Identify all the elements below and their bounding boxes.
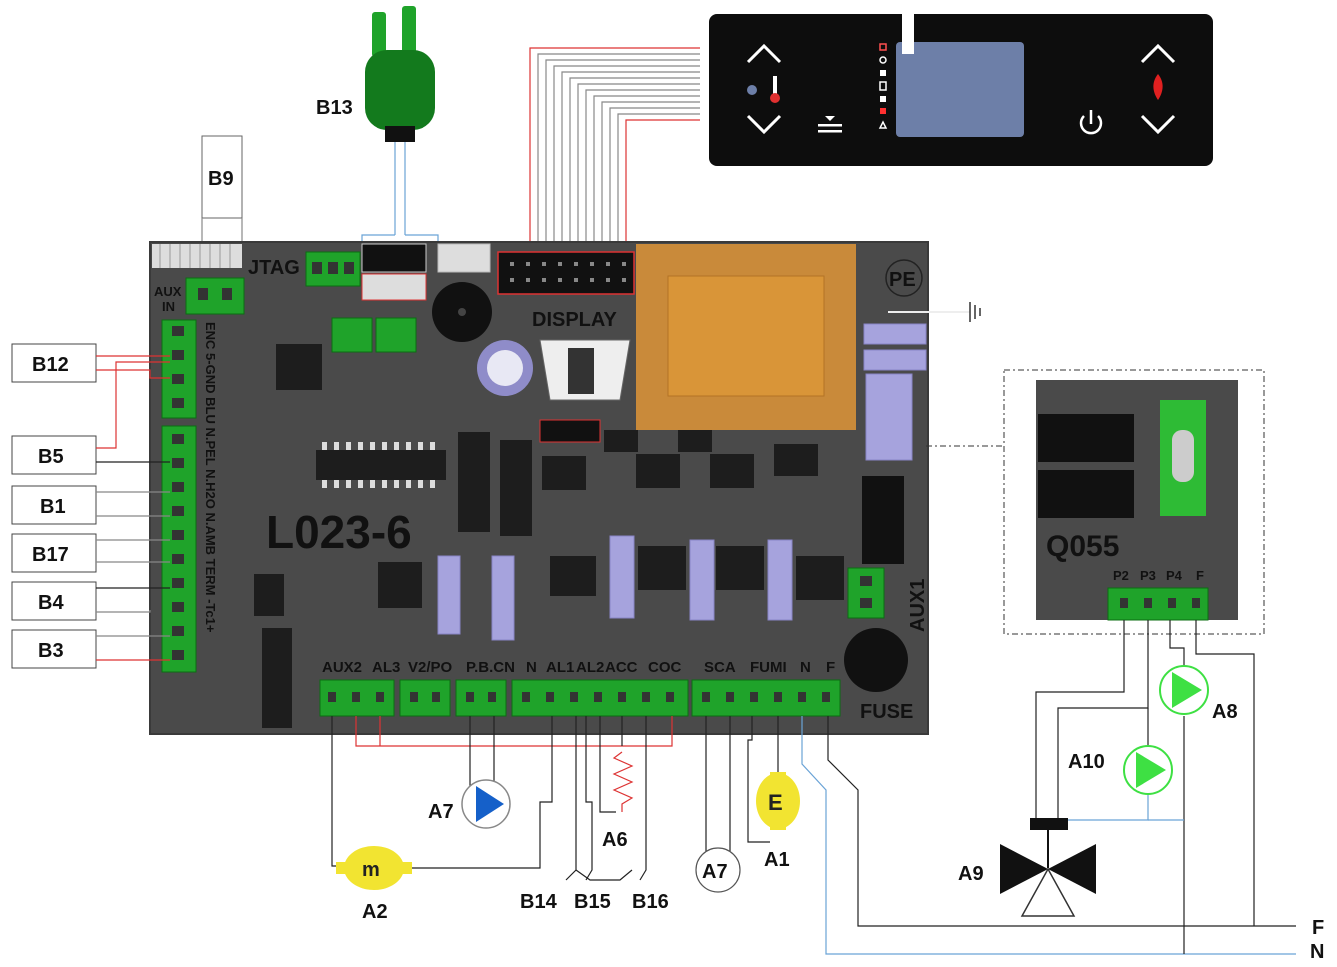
- pin-f: F: [826, 659, 835, 676]
- label-f-line: F: [1312, 917, 1324, 939]
- display-label: DISPLAY: [532, 309, 618, 331]
- main-board: AUX IN JTAG DISPLAY PE: [149, 241, 981, 735]
- power-icon: [1079, 110, 1103, 135]
- pump-a8: A8: [1159, 665, 1238, 723]
- pump-a7: A7: [428, 779, 511, 829]
- pin-fumi: FUMI: [750, 659, 787, 676]
- label-a8: A8: [1212, 701, 1238, 723]
- arrow-up-icon: [746, 43, 782, 64]
- q055-pin-f: F: [1196, 568, 1204, 583]
- label-a2: A2: [362, 901, 388, 923]
- left-pin-labels: ENC 5-GND BLU N.PEL N.H2O N.AMB TERM -Tc…: [203, 322, 218, 633]
- pump-icon: [1136, 752, 1166, 788]
- label-a7-circle: A7: [702, 861, 728, 883]
- label-b9: B9: [208, 168, 234, 190]
- label-a10: A10: [1068, 751, 1105, 773]
- label-n-line: N: [1310, 941, 1324, 962]
- pin-sca: SCA: [704, 659, 736, 676]
- label-a9: A9: [958, 863, 984, 885]
- pin-pbcn: P.B.CN: [466, 659, 515, 676]
- board-model-label: L023-6: [266, 506, 412, 558]
- box-b17: B17: [32, 544, 69, 566]
- valve-a9: A9: [958, 818, 1096, 917]
- label-b15: B15: [574, 891, 611, 913]
- pressure-sensor-b13: B13: [316, 6, 439, 290]
- thermometer-icon: [770, 76, 780, 103]
- arrow-down-icon: [1140, 114, 1176, 135]
- pe-label: PE: [889, 269, 916, 291]
- flame-icon: [1153, 74, 1163, 100]
- label-b16: B16: [632, 891, 669, 913]
- left-sensor-boxes: B12 B5 B1 B17 B4 B3: [11, 343, 97, 669]
- status-glyphs: [878, 43, 888, 129]
- q055-pin-p4: P4: [1166, 568, 1183, 583]
- q055-label: Q055: [1046, 530, 1119, 563]
- pump-icon: [476, 786, 504, 822]
- pin-acc: ACC: [605, 659, 638, 676]
- ribbon-cable: [529, 47, 700, 262]
- pin-coc: COC: [648, 659, 682, 676]
- motor-a2: m A2: [336, 846, 412, 923]
- display-screen: [896, 42, 1024, 137]
- box-b12: B12: [32, 354, 69, 376]
- label-b14: B14: [520, 891, 558, 913]
- aux-in-label-1: AUX: [154, 284, 182, 299]
- label-a6: A6: [602, 829, 628, 851]
- box-b1: B1: [40, 496, 66, 518]
- q055-pin-p3: P3: [1140, 568, 1156, 583]
- valve-icon: [1000, 844, 1048, 894]
- pin-v2-po: V2/PO: [408, 659, 453, 676]
- ground-icon: [969, 302, 981, 322]
- box-b5: B5: [38, 446, 64, 468]
- box-b4: B4: [38, 592, 64, 614]
- display-panel: [709, 14, 1213, 166]
- left-wires: [96, 355, 170, 661]
- aux-in-label-2: IN: [162, 299, 175, 314]
- box-b3: B3: [38, 640, 64, 662]
- pin-al1: AL1: [546, 659, 574, 676]
- q055-pin-p2: P2: [1113, 568, 1129, 583]
- arrow-down-icon: [746, 114, 782, 135]
- pump-a10: A10: [1068, 745, 1173, 795]
- pump-icon: [1172, 672, 1202, 708]
- motor-e-icon: E: [768, 790, 783, 815]
- aux1-label: AUX1: [907, 579, 929, 632]
- label-b13: B13: [316, 97, 353, 119]
- label-a1: A1: [764, 849, 790, 871]
- menu-icon: [818, 116, 842, 133]
- fuse-label: FUSE: [860, 701, 913, 723]
- pin-n: N: [526, 659, 537, 676]
- sensor-a7: A7: [695, 847, 741, 893]
- pin-aux2: AUX2: [322, 659, 362, 676]
- fan-a1: E A1: [756, 772, 800, 871]
- pin-n2: N: [800, 659, 811, 676]
- pin-al2: AL2: [576, 659, 604, 676]
- q055-module: Q055 P2 P3 P4 F: [926, 369, 1265, 635]
- motor-m-icon: m: [362, 859, 380, 881]
- jtag-label: JTAG: [248, 257, 300, 279]
- arrow-up-icon: [1140, 43, 1176, 64]
- pin-al3: AL3: [372, 659, 400, 676]
- label-a7-pump: A7: [428, 801, 454, 823]
